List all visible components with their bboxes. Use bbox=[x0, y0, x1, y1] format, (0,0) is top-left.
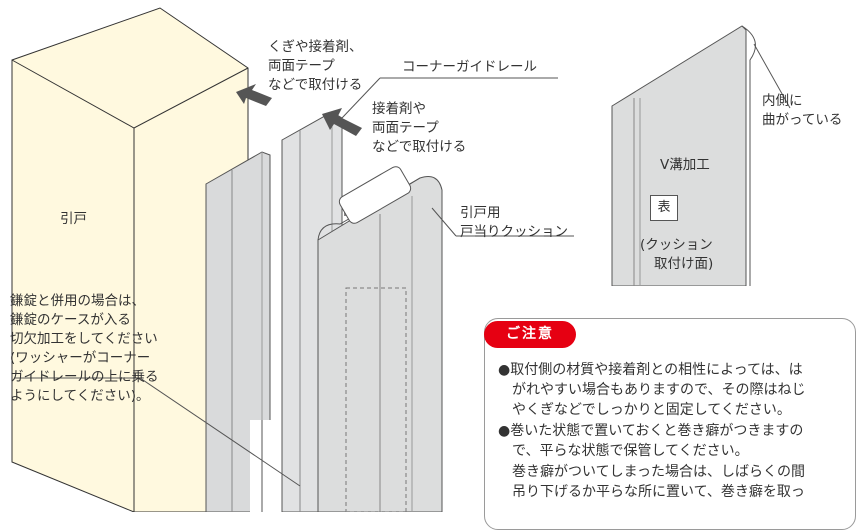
label-cushion-face: (クッション取付け面) bbox=[640, 237, 714, 272]
notice-line: 吊り下げるか平らな所に置いて、巻き癖を取っ bbox=[498, 484, 805, 500]
front-face-box: 表 bbox=[650, 195, 678, 221]
label-lines bbox=[14, 43, 791, 487]
notice-line: ●取付側の材質や接着剤との相性によっては、は bbox=[498, 362, 803, 378]
arrow-to-wall bbox=[236, 84, 272, 106]
label-inner-bend: 内側に曲がっている bbox=[762, 93, 843, 128]
label-cushion: 引戸用戸当りクッション bbox=[460, 205, 568, 240]
label-fix-rail: 接着剤や両面テープなどで取付ける bbox=[372, 101, 467, 155]
rail-cross-section-detail bbox=[610, 25, 756, 290]
installation-diagram bbox=[11, 7, 791, 512]
notice-line: 巻き癖がついてしまった場合は、しばらくの間 bbox=[498, 464, 806, 480]
notice-line: ●巻いた状態で置いておくと巻き癖がつきますの bbox=[498, 423, 804, 439]
notice-line: で、平らな状態で保管してください。 bbox=[498, 443, 749, 459]
label-lock-note: 鎌錠と併用の場合は、鎌錠のケースが入る切欠加工をしてください (ワッシャーがコー… bbox=[10, 293, 159, 404]
label-v-groove: V溝加工 bbox=[660, 157, 710, 173]
door-stop-cushion bbox=[317, 166, 443, 512]
label-sliding-door: 引戸 bbox=[60, 211, 87, 227]
arrow-to-rail bbox=[322, 108, 362, 136]
notice-line: がれやすい場合もありますので、その際はねじ bbox=[498, 382, 806, 398]
corner-rail-left-part bbox=[205, 151, 276, 512]
label-fix-wall: くぎや接着剤、両面テープなどで取付ける bbox=[268, 39, 363, 93]
sliding-door-block bbox=[11, 7, 249, 512]
label-corner-rail: コーナーガイドレール bbox=[402, 59, 537, 75]
notice-line: やくぎなどでしっかりと固定してください。 bbox=[498, 402, 791, 418]
notice-title: ご注意 bbox=[484, 321, 576, 348]
